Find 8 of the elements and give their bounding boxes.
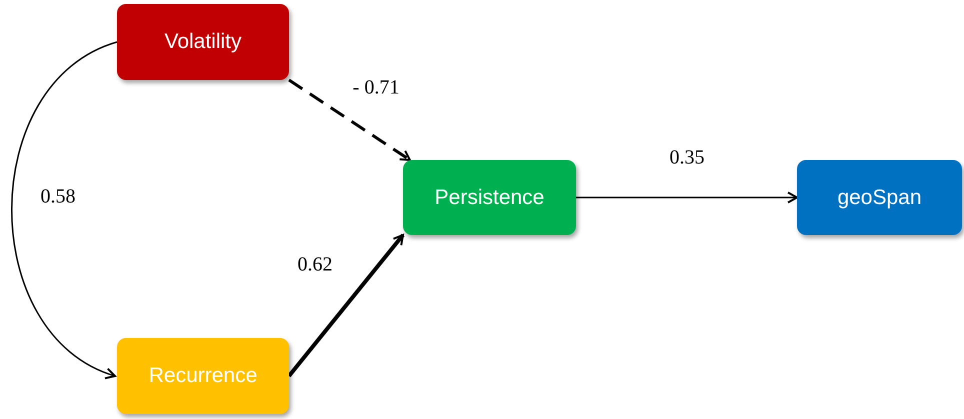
arrow	[288, 78, 411, 162]
process-box: Volatility	[117, 4, 289, 80]
arrow	[11, 41, 118, 378]
process-box: Recurrence	[117, 338, 289, 414]
arrow	[287, 234, 405, 378]
process-box: geoSpan	[797, 160, 962, 235]
arrow	[576, 192, 798, 204]
process-box: Persistence	[403, 160, 576, 235]
